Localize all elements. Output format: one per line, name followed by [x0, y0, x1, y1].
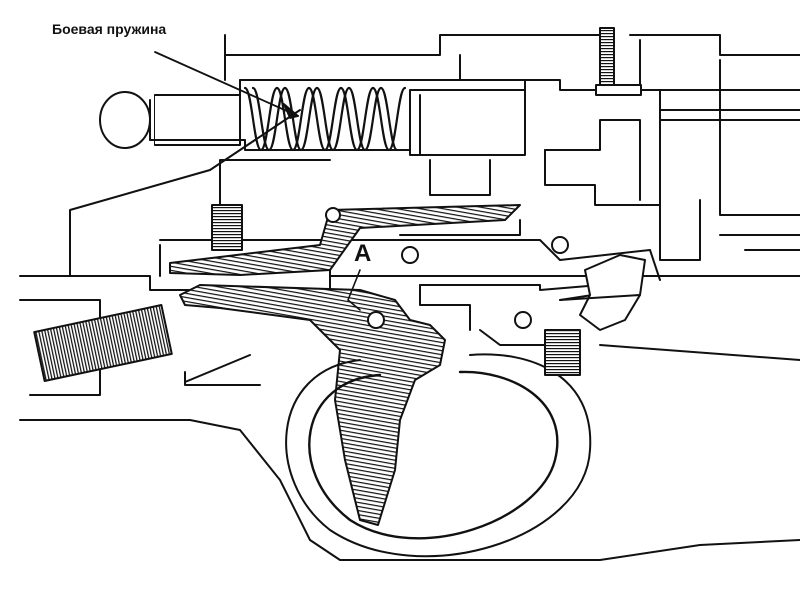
catch-lever — [559, 254, 646, 331]
ejector-spring — [595, 27, 642, 96]
trigger-lever — [179, 284, 446, 526]
trigger-spring — [184, 329, 581, 386]
point-a-leader — [347, 269, 361, 311]
label-arrow — [154, 51, 299, 119]
trigger-guard — [285, 353, 592, 558]
sear-spring — [211, 204, 243, 251]
mainspring-coil — [243, 86, 407, 152]
stock-screw — [33, 304, 173, 382]
firing-pin — [99, 79, 526, 156]
sear-lever — [169, 204, 521, 276]
pivot-pins — [325, 207, 569, 329]
